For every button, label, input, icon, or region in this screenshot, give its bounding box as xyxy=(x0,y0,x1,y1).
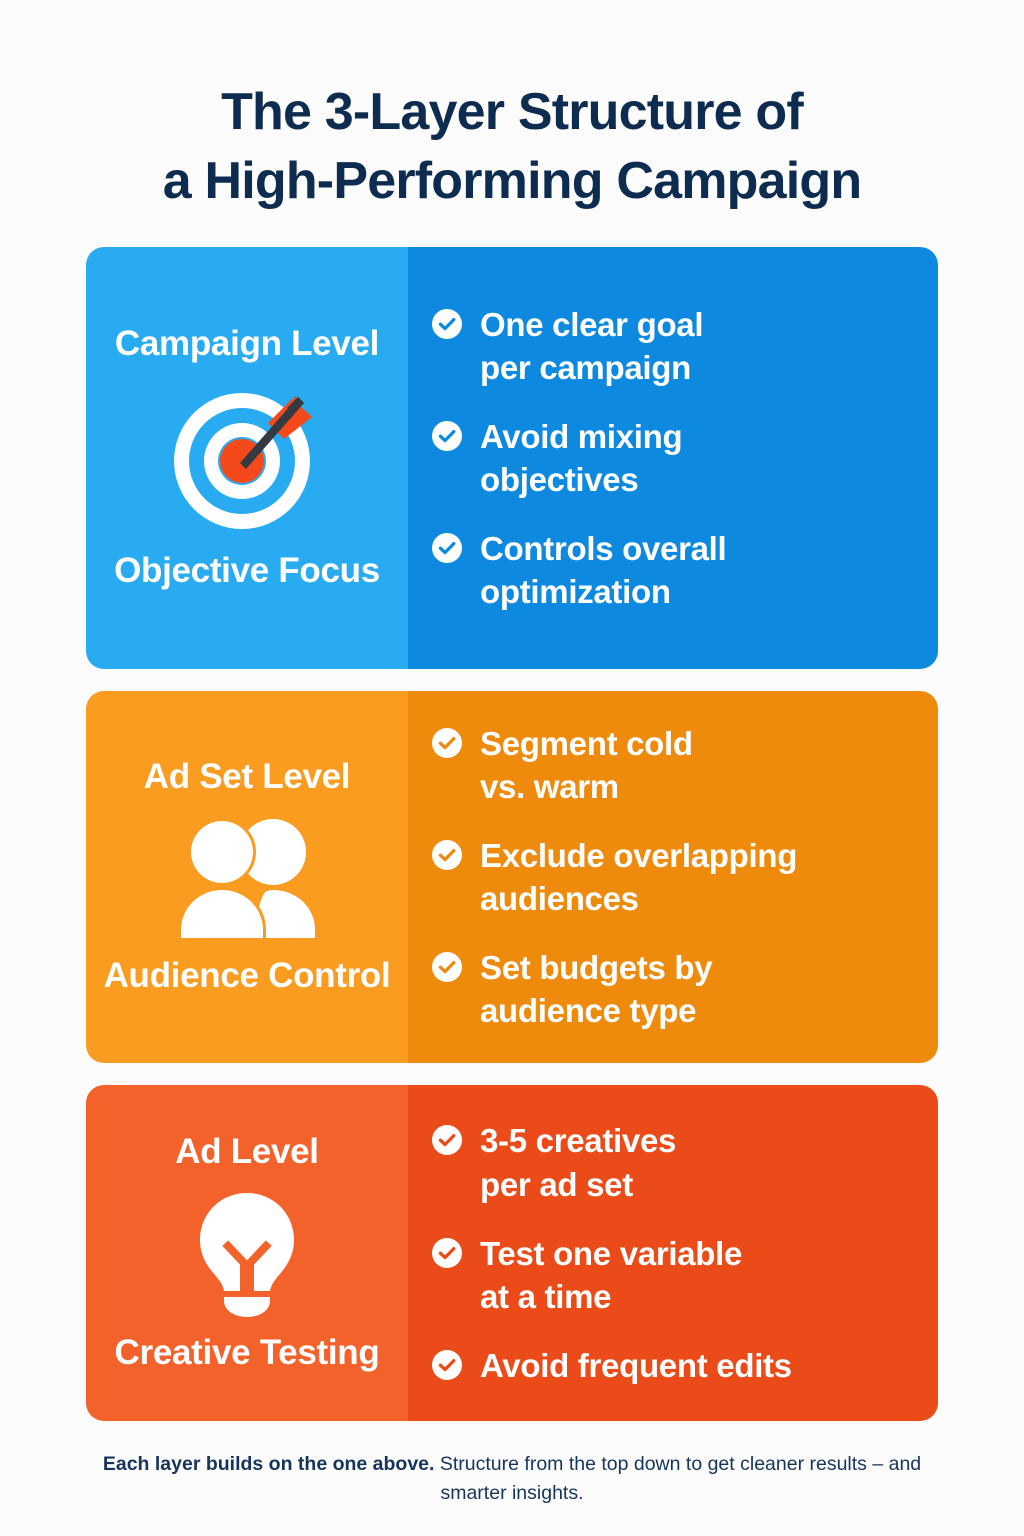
layer-level-title: Ad Level xyxy=(175,1131,319,1171)
footer-note-rest: Structure from the top down to get clean… xyxy=(434,1452,922,1504)
layer-card-left-panel: Ad Level Creative Testing xyxy=(86,1085,408,1422)
bullet-item: Set budgets by audience type xyxy=(432,946,920,1033)
layer-card-bullet-panel: 3-5 creatives per ad set Test one variab… xyxy=(408,1085,938,1422)
layer-card-bullet-panel: One clear goal per campaign Avoid mixing… xyxy=(408,247,938,670)
footer-note-bold: Each layer builds on the one above. xyxy=(102,1452,435,1475)
lightbulb-icon xyxy=(191,1190,303,1318)
bullet-item: One clear goal per campaign xyxy=(432,303,920,390)
bullet-item: Avoid frequent edits xyxy=(432,1344,920,1388)
layer-card-left-panel: Campaign Level Objective Focus xyxy=(86,247,408,670)
check-circle-icon xyxy=(432,1125,462,1160)
layer-level-title: Ad Set Level xyxy=(143,756,351,796)
layer-card-ad-level: Ad Level Creative Testing 3-5 xyxy=(86,1085,938,1422)
check-circle-icon xyxy=(432,1237,462,1273)
page-title-text: The 3-Layer Structure of a High-Performi… xyxy=(0,78,1024,216)
page-title: The 3-Layer Structure of a High-Performi… xyxy=(0,0,1024,216)
page-title-line-2: a High-Performing Campaign xyxy=(162,152,862,211)
target-icon xyxy=(172,380,322,532)
check-circle-icon xyxy=(432,532,462,568)
layer-level-title: Campaign Level xyxy=(114,323,380,363)
bullet-item: Test one variable at a time xyxy=(432,1232,920,1319)
people-icon xyxy=(177,815,317,939)
check-circle-icon xyxy=(432,420,462,456)
layer-level-caption: Creative Testing xyxy=(114,1333,380,1373)
check-circle-icon xyxy=(432,1349,462,1385)
bullet-item: Controls overall optimization xyxy=(432,527,920,614)
bullet-text: Avoid frequent edits xyxy=(480,1346,792,1384)
bullet-item: Exclude overlapping audiences xyxy=(432,834,920,921)
check-circle-icon xyxy=(432,727,462,763)
layer-card-bullet-panel: Segment cold vs. warm Exclude overlappin… xyxy=(408,691,938,1064)
bullet-text: Exclude overlapping audiences xyxy=(480,836,798,918)
bullet-text: 3-5 creatives per ad set xyxy=(480,1122,677,1203)
bullet-text: Test one variable at a time xyxy=(480,1234,743,1316)
footer-note: Each layer builds on the one above. Stru… xyxy=(0,1450,1024,1536)
check-circle-icon xyxy=(432,308,462,344)
bullet-text: Set budgets by audience type xyxy=(480,948,713,1030)
layer-card-campaign-level: Campaign Level Objective Focus xyxy=(86,247,938,670)
bullet-text: One clear goal per campaign xyxy=(480,305,704,387)
check-circle-icon xyxy=(432,951,462,987)
layer-card-left-panel: Ad Set Level Audience Control xyxy=(86,691,408,1064)
layer-card-ad-set-level: Ad Set Level Audience Control xyxy=(86,691,938,1064)
bullet-item: Segment cold vs. warm xyxy=(432,722,920,809)
layer-level-caption: Audience Control xyxy=(103,956,391,996)
bullet-text: Segment cold vs. warm xyxy=(480,724,693,806)
page-title-line-1: The 3-Layer Structure of xyxy=(221,83,804,141)
bullet-item: 3-5 creatives per ad set xyxy=(432,1119,920,1206)
bullet-item: Avoid mixing objectives xyxy=(432,415,920,502)
layer-level-caption: Objective Focus xyxy=(114,551,380,591)
layer-card-list: Campaign Level Objective Focus xyxy=(86,216,938,1422)
bullet-text: Controls overall optimization xyxy=(480,529,727,611)
bullet-text: Avoid mixing objectives xyxy=(480,417,683,499)
check-circle-icon xyxy=(432,839,462,875)
